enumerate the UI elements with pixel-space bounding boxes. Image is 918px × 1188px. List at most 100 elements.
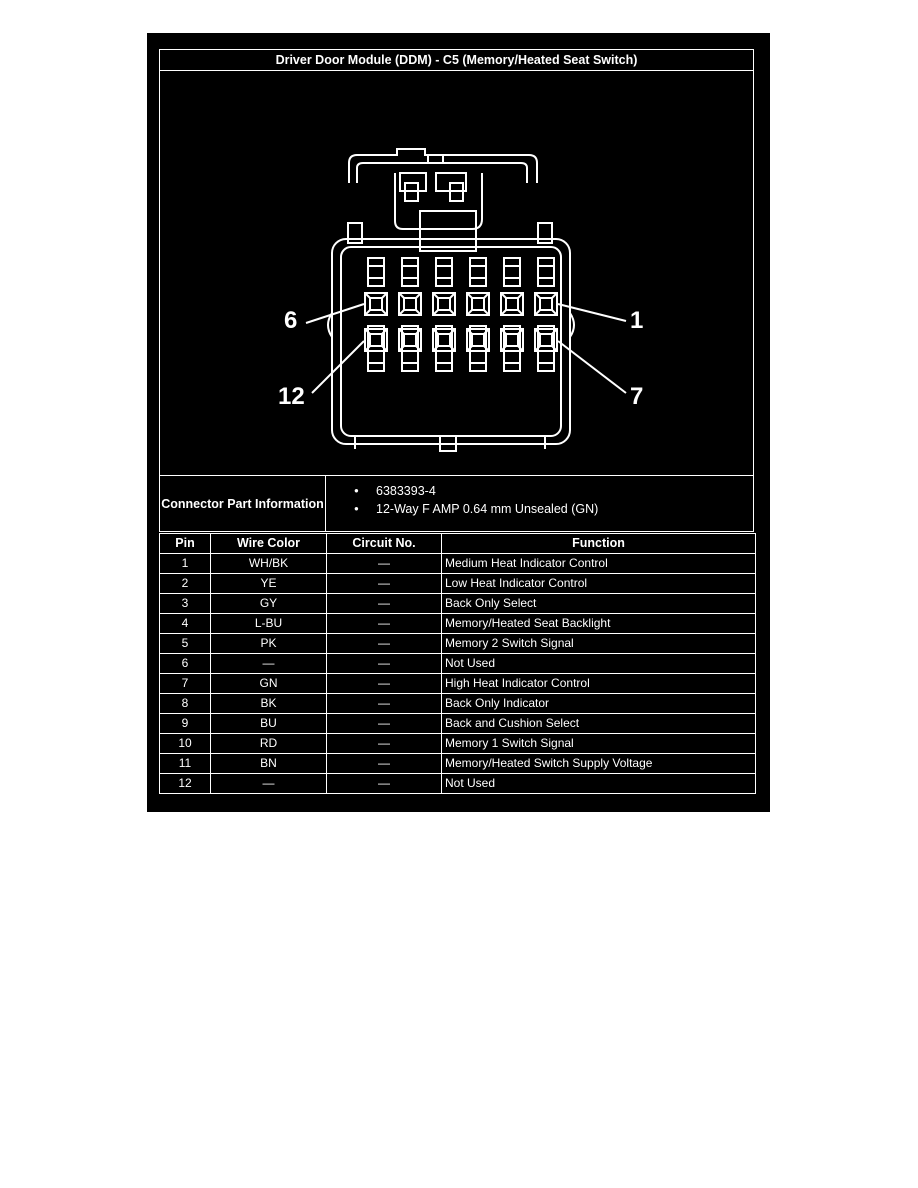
right-clip xyxy=(537,222,553,244)
cavity-7 xyxy=(534,325,558,372)
callout-labels: 6 1 12 7 xyxy=(278,303,643,410)
callout-leader-12 xyxy=(311,340,365,394)
wire-color: GY xyxy=(210,593,327,614)
callout-leader-6 xyxy=(305,303,365,324)
pin-number: 4 xyxy=(159,613,211,634)
wire-color: YE xyxy=(210,573,327,594)
pin-number: 6 xyxy=(159,653,211,674)
pin-number: 11 xyxy=(159,753,211,774)
pin-number: 8 xyxy=(159,693,211,714)
pin-function: Medium Heat Indicator Control xyxy=(441,553,756,574)
pin-number: 9 xyxy=(159,713,211,734)
wire-color: BN xyxy=(210,753,327,774)
table-header-row: Pin Wire Color Circuit No. Function xyxy=(159,533,756,554)
pin-number: 3 xyxy=(159,593,211,614)
diagram-title: Driver Door Module (DDM) - C5 (Memory/He… xyxy=(159,49,754,71)
header-wire-color: Wire Color xyxy=(210,533,327,554)
callout-label-6: 6 xyxy=(284,307,297,334)
pin-function: Memory 1 Switch Signal xyxy=(441,733,756,754)
connector-info-label: Connector Part Information xyxy=(159,475,326,532)
connector-shell xyxy=(331,238,571,445)
pin-function: Back Only Indicator xyxy=(441,693,756,714)
wire-color: — xyxy=(210,653,327,674)
connector-part-number: 6383393-4 xyxy=(326,482,753,500)
connector-drawing: 6 1 12 7 xyxy=(278,148,643,452)
pin-function: Not Used xyxy=(441,653,756,674)
circuit-number: — xyxy=(326,673,442,694)
cavity-9 xyxy=(466,325,490,372)
pin-function: Memory/Heated Switch Supply Voltage xyxy=(441,753,756,774)
pin-function: Back Only Select xyxy=(441,593,756,614)
header-function: Function xyxy=(441,533,756,554)
pin-function: Low Heat Indicator Control xyxy=(441,573,756,594)
diagram-frame: Driver Door Module (DDM) - C5 (Memory/He… xyxy=(147,33,770,812)
header-circuit-no: Circuit No. xyxy=(326,533,442,554)
table-row: 12——Not Used xyxy=(159,773,756,794)
connector-info-list: 6383393-4 12-Way F AMP 0.64 mm Unsealed … xyxy=(325,475,754,532)
wire-color: — xyxy=(210,773,327,794)
cavity-6 xyxy=(364,257,388,316)
circuit-number: — xyxy=(326,733,442,754)
pin-number: 1 xyxy=(159,553,211,574)
pin-function: Back and Cushion Select xyxy=(441,713,756,734)
wire-color: BU xyxy=(210,713,327,734)
pin-number: 10 xyxy=(159,733,211,754)
pin-number: 2 xyxy=(159,573,211,594)
pin-function: Memory 2 Switch Signal xyxy=(441,633,756,654)
wire-color: GN xyxy=(210,673,327,694)
callout-leader-1 xyxy=(557,303,627,322)
cavity-grid xyxy=(364,257,558,372)
pin-function: Memory/Heated Seat Backlight xyxy=(441,613,756,634)
connector-latch xyxy=(348,148,538,183)
bottom-key xyxy=(439,436,457,452)
pin-function: Not Used xyxy=(441,773,756,794)
circuit-number: — xyxy=(326,653,442,674)
pin-function: High Heat Indicator Control xyxy=(441,673,756,694)
circuit-number: — xyxy=(326,713,442,734)
pin-number: 5 xyxy=(159,633,211,654)
circuit-number: — xyxy=(326,773,442,794)
callout-leader-7 xyxy=(557,340,627,394)
cavity-12 xyxy=(364,325,388,372)
cavity-10 xyxy=(432,325,456,372)
wire-color: WH/BK xyxy=(210,553,327,574)
pin-number: 7 xyxy=(159,673,211,694)
circuit-number: — xyxy=(326,593,442,614)
wire-color: BK xyxy=(210,693,327,714)
wire-color: PK xyxy=(210,633,327,654)
circuit-number: — xyxy=(326,753,442,774)
cavity-3 xyxy=(466,257,490,316)
circuit-number: — xyxy=(326,613,442,634)
cavity-5 xyxy=(398,257,422,316)
cavity-11 xyxy=(398,325,422,372)
cavity-1 xyxy=(534,257,558,316)
wire-color: L-BU xyxy=(210,613,327,634)
table-row: 6——Not Used xyxy=(159,653,756,674)
cavity-4 xyxy=(432,257,456,316)
connector-description: 12-Way F AMP 0.64 mm Unsealed (GN) xyxy=(326,500,753,518)
cavity-2 xyxy=(500,257,524,316)
connector-figure: 6 1 12 7 xyxy=(159,70,754,476)
circuit-number: — xyxy=(326,553,442,574)
callout-label-7: 7 xyxy=(630,383,643,410)
latch-tab xyxy=(419,210,477,252)
circuit-number: — xyxy=(326,693,442,714)
callout-label-12: 12 xyxy=(278,383,305,410)
header-pin: Pin xyxy=(159,533,211,554)
left-clip xyxy=(347,222,363,244)
pin-number: 12 xyxy=(159,773,211,794)
wire-color: RD xyxy=(210,733,327,754)
callout-label-1: 1 xyxy=(630,307,643,334)
cavity-8 xyxy=(500,325,524,372)
